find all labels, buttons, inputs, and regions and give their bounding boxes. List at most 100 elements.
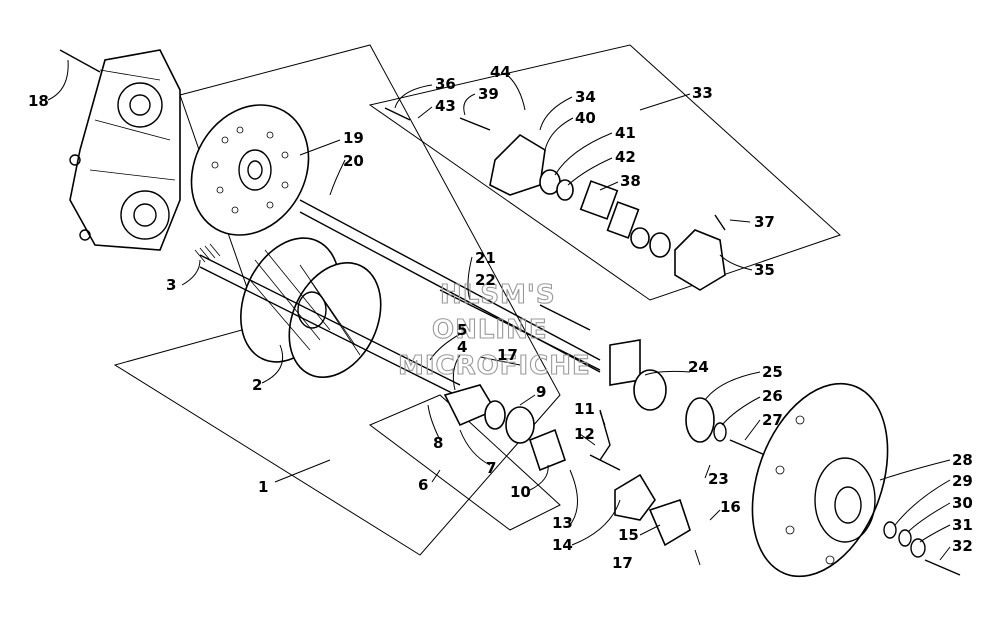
watermark-line-2: ONLINE bbox=[432, 315, 548, 345]
leader-3 bbox=[181, 259, 201, 286]
callout-43: 43 bbox=[435, 97, 456, 115]
leader-42 bbox=[567, 157, 613, 186]
leader-15 bbox=[639, 524, 661, 536]
caliper-34 bbox=[489, 133, 546, 196]
callout-44: 44 bbox=[490, 63, 511, 81]
bolt-21 bbox=[439, 289, 601, 371]
callout-13: 13 bbox=[552, 514, 573, 532]
callout-11: 11 bbox=[574, 400, 595, 418]
leader-13 bbox=[569, 469, 578, 526]
callout-16: 16 bbox=[720, 498, 741, 516]
leader-17a bbox=[694, 549, 701, 566]
callout-29: 29 bbox=[952, 472, 973, 490]
callout-41: 41 bbox=[615, 124, 636, 142]
assembly-33-boundary bbox=[368, 44, 841, 301]
callout-34: 34 bbox=[575, 88, 596, 106]
leader-16 bbox=[709, 509, 721, 521]
callout-31: 31 bbox=[952, 516, 973, 534]
callout-37: 37 bbox=[754, 213, 775, 231]
washer-30 bbox=[898, 529, 912, 547]
callout-14: 14 bbox=[552, 536, 573, 554]
callout-9: 9 bbox=[536, 383, 546, 401]
callout-42: 42 bbox=[615, 148, 636, 166]
callout-15: 15 bbox=[618, 526, 639, 544]
pin-27 bbox=[729, 439, 766, 456]
callout-32: 32 bbox=[952, 537, 973, 555]
callout-4: 4 bbox=[457, 338, 467, 356]
piston bbox=[649, 232, 671, 258]
leader-21 bbox=[467, 256, 473, 301]
leader-43 bbox=[417, 106, 433, 119]
leader-41 bbox=[554, 132, 613, 176]
callout-23: 23 bbox=[708, 470, 729, 488]
callout-1: 1 bbox=[258, 478, 268, 496]
leader-10 bbox=[529, 464, 549, 491]
leader-31 bbox=[919, 524, 951, 543]
callout-6: 6 bbox=[418, 476, 428, 494]
leader-23 bbox=[704, 464, 711, 479]
callout-21: 21 bbox=[475, 249, 496, 267]
bolt-22 bbox=[539, 304, 591, 331]
callout-12: 12 bbox=[574, 425, 595, 443]
bleeder-37 bbox=[714, 214, 726, 231]
callout-33: 33 bbox=[692, 84, 713, 102]
assembly-6-boundary bbox=[369, 394, 561, 531]
leader-9 bbox=[519, 394, 536, 406]
leader-38 bbox=[599, 181, 619, 191]
leader-40 bbox=[544, 117, 574, 151]
bolt-39 bbox=[459, 117, 491, 131]
leader-17b bbox=[479, 356, 521, 366]
leader-8 bbox=[427, 404, 441, 441]
callout-18: 18 bbox=[28, 92, 49, 110]
callout-35: 35 bbox=[754, 261, 775, 279]
leader-25 bbox=[704, 371, 761, 401]
washer-31 bbox=[910, 538, 926, 558]
callout-40: 40 bbox=[575, 109, 596, 127]
bearing-9a bbox=[484, 400, 506, 430]
leader-39 bbox=[463, 93, 476, 116]
washer-29 bbox=[883, 521, 897, 539]
leader-32 bbox=[939, 546, 951, 561]
leader-6 bbox=[431, 469, 441, 483]
leader-14 bbox=[571, 499, 621, 546]
callout-38: 38 bbox=[620, 172, 641, 190]
leader-44 bbox=[504, 72, 526, 111]
watermark-line-3: MICROFICHE bbox=[398, 351, 591, 381]
bolt-18 bbox=[59, 49, 101, 73]
leader-5 bbox=[429, 332, 463, 361]
leader-29 bbox=[894, 479, 951, 526]
brake-disc bbox=[190, 104, 310, 236]
leader-12 bbox=[579, 433, 596, 446]
drive-sprocket bbox=[751, 382, 889, 578]
callout-27: 27 bbox=[762, 411, 783, 429]
leader-18 bbox=[47, 59, 69, 101]
leader-20 bbox=[329, 159, 346, 196]
bearing-flange-10 bbox=[529, 428, 566, 472]
callout-17a: 17 bbox=[612, 554, 633, 572]
callout-19: 19 bbox=[343, 129, 364, 147]
caliper-35 bbox=[674, 229, 726, 291]
callout-7: 7 bbox=[486, 459, 496, 477]
callout-26: 26 bbox=[762, 387, 783, 405]
gearcase-housing bbox=[69, 49, 181, 251]
leader-11 bbox=[599, 411, 606, 426]
callout-36: 36 bbox=[435, 75, 456, 93]
callout-39: 39 bbox=[478, 85, 499, 103]
leader-7 bbox=[459, 429, 491, 466]
leader-30 bbox=[907, 502, 951, 533]
callout-5: 5 bbox=[457, 321, 467, 339]
seal-42 bbox=[556, 179, 574, 201]
leader-33 bbox=[639, 93, 691, 111]
callout-3: 3 bbox=[166, 276, 176, 294]
bearing-9b bbox=[505, 406, 535, 444]
watermark-line-1: HLSM'S bbox=[440, 280, 556, 310]
leader-2 bbox=[261, 344, 284, 384]
callout-24: 24 bbox=[688, 358, 709, 376]
leader-19 bbox=[299, 139, 341, 156]
callout-10: 10 bbox=[510, 483, 531, 501]
callout-28: 28 bbox=[952, 451, 973, 469]
washer-26 bbox=[713, 422, 727, 442]
leader-26 bbox=[721, 396, 761, 426]
leader-35 bbox=[719, 254, 753, 271]
leader-37 bbox=[729, 219, 751, 223]
